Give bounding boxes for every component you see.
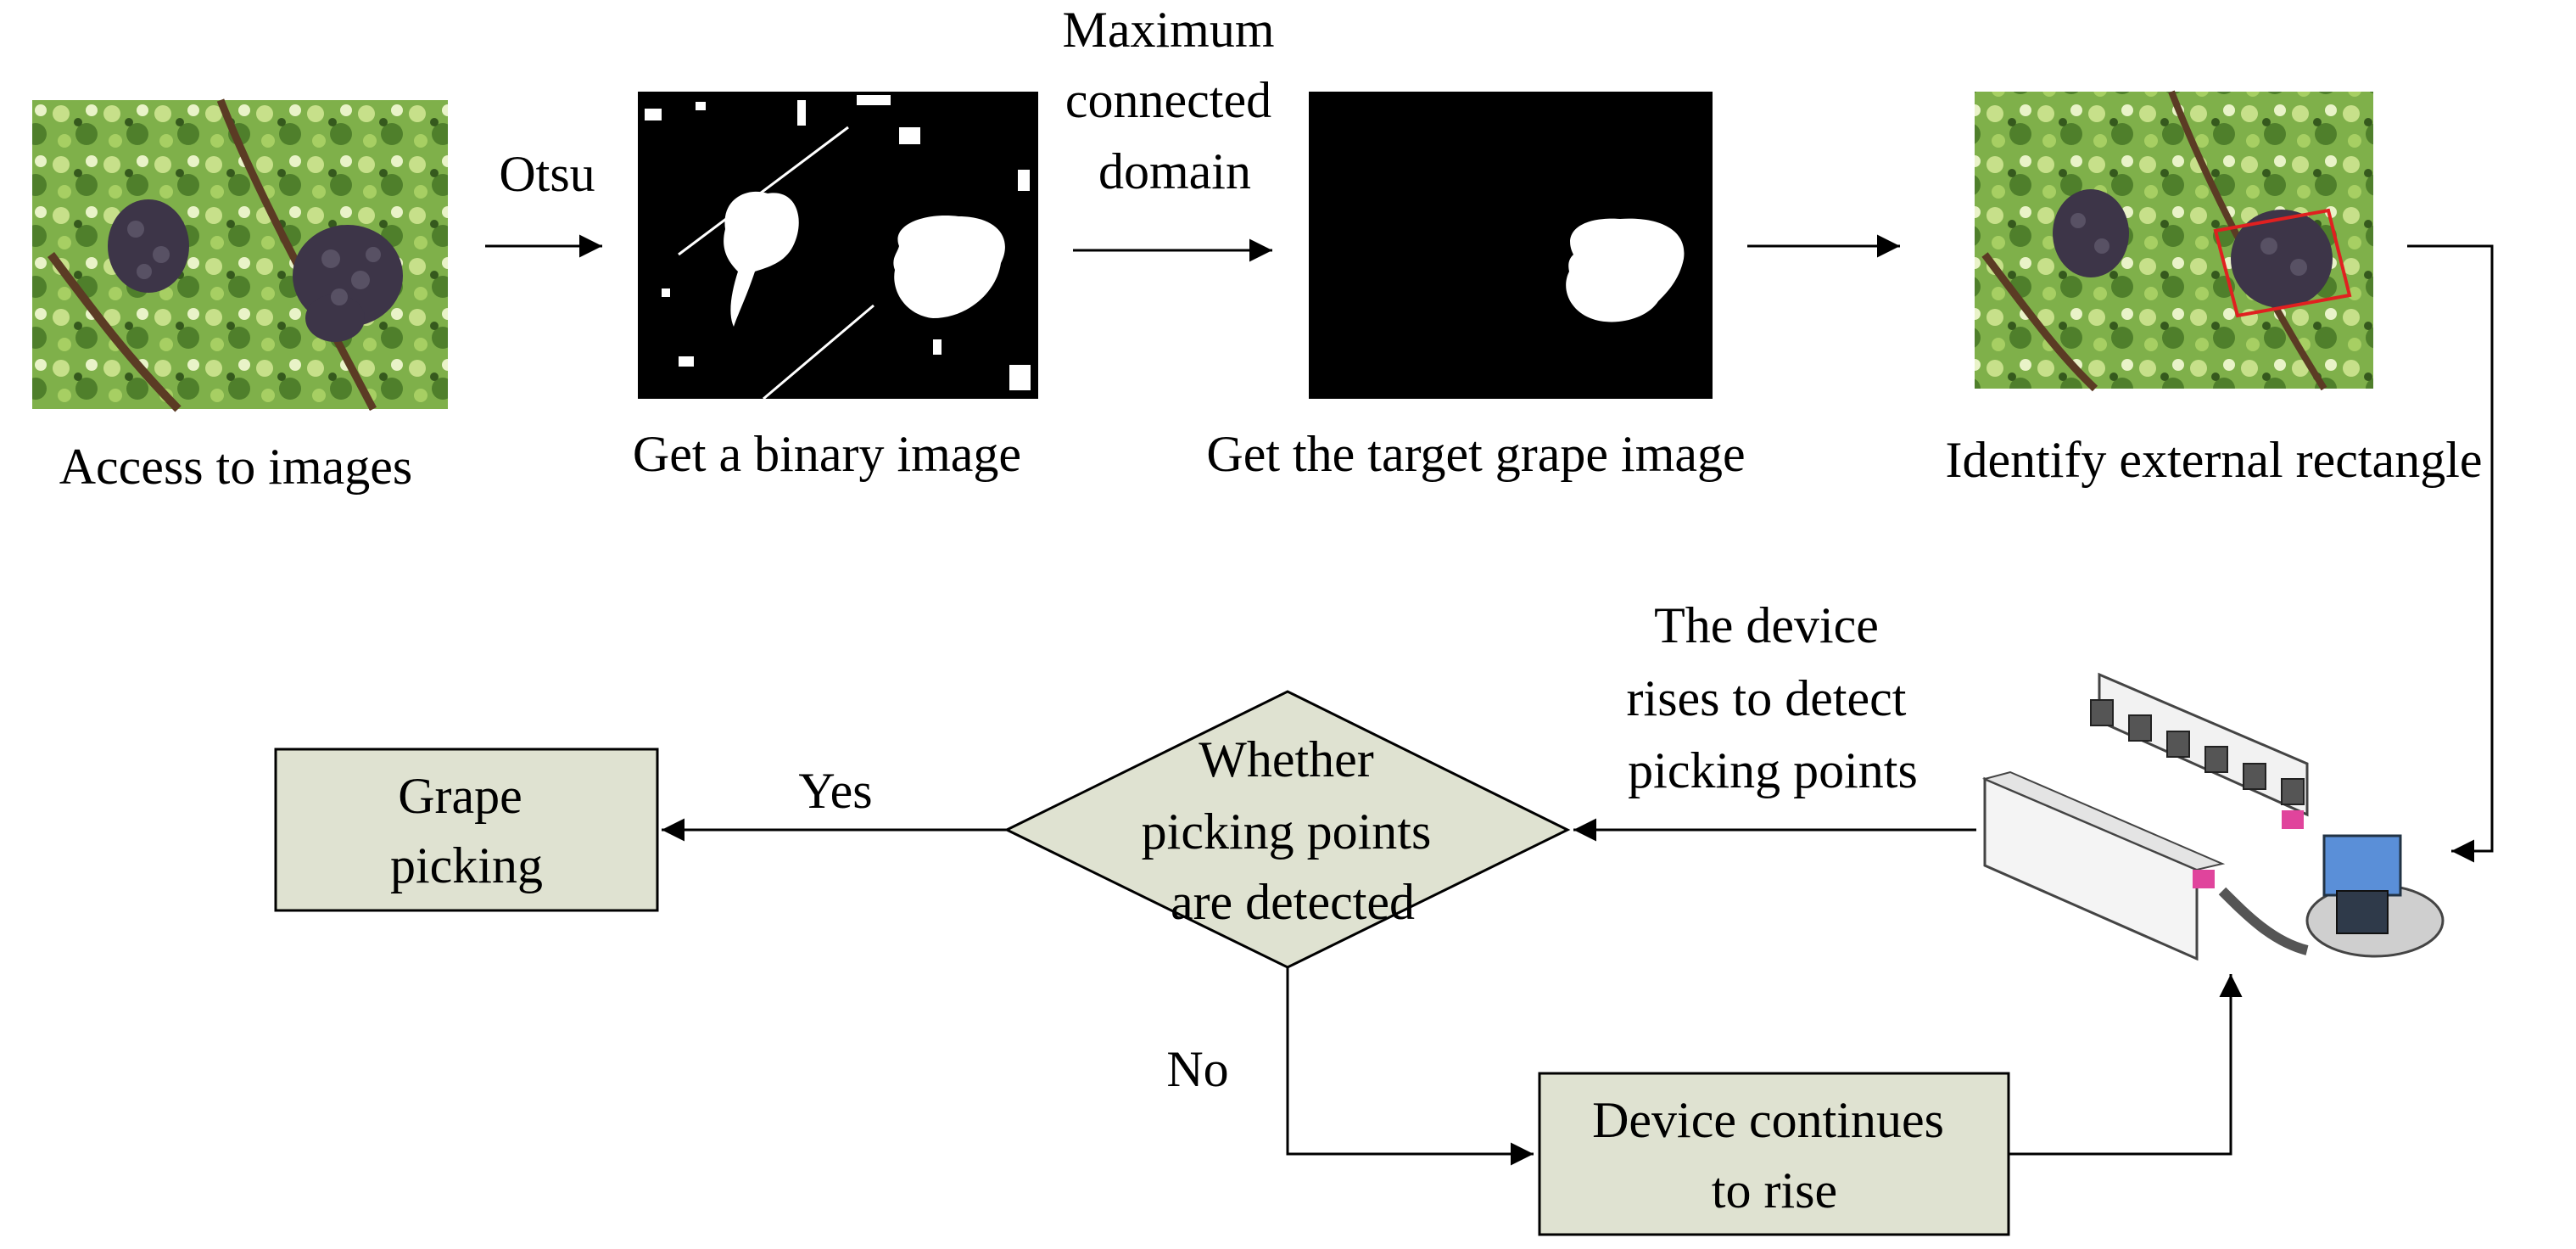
- device-continues-label: Device continues to rise: [1592, 1092, 1957, 1218]
- step-target-label: Get the target grape image: [1206, 426, 1745, 482]
- grape-picking-line-1: Grape: [398, 768, 522, 824]
- device-continues-line-2: to rise: [1712, 1162, 1837, 1218]
- step-binary-label: Get a binary image: [633, 426, 1021, 482]
- grape-picking-line-2: picking: [390, 837, 543, 893]
- arrow-max-connected-line-2: connected: [1065, 72, 1271, 128]
- arrow-no: [1286, 967, 1534, 1166]
- device-continues-line-1: Device continues: [1592, 1092, 1944, 1148]
- step-identify-label: Identify external rectangle: [1946, 432, 2483, 488]
- step-access-label: Access to images: [59, 439, 413, 495]
- grape-photo: [32, 98, 448, 412]
- device-continues-box: [1538, 1072, 2010, 1236]
- device-rises-line-2: rises to detect: [1627, 670, 1907, 726]
- arrow-loop-to-device: [2009, 974, 2243, 1156]
- device-rises-line-1: The device: [1654, 597, 1879, 653]
- arrow-yes-label: Yes: [798, 763, 872, 819]
- decision-label: Whether picking points are detected: [1142, 731, 1444, 930]
- binary-mask: [638, 92, 1038, 400]
- device-rises-line-3: picking points: [1628, 742, 1918, 798]
- connector-to-device: [2407, 244, 2494, 863]
- decision-line-3: are detected: [1171, 874, 1415, 930]
- arrow-max-connected-line-1: Maximum: [1063, 2, 1275, 58]
- grape-photo-with-box: [1975, 90, 2373, 392]
- picking-device: [1981, 672, 2445, 961]
- decision-diamond: [1003, 690, 1571, 969]
- arrow-no-label: No: [1166, 1041, 1228, 1097]
- decision-line-1: Whether: [1199, 731, 1374, 787]
- external-rectangle: [2213, 208, 2352, 318]
- grape-picking-box: [274, 748, 659, 912]
- arrow-otsu-label: Otsu: [499, 146, 595, 202]
- target-mask: [1309, 92, 1713, 399]
- arrow-device-rises-label: The device rises to detect picking point…: [1627, 597, 1919, 798]
- arrow-max-connected-label: Maximum connected domain: [1063, 2, 1288, 199]
- grape-picking-label: Grape picking: [390, 768, 543, 893]
- arrow-max-connected-line-3: domain: [1098, 143, 1251, 199]
- decision-line-2: picking points: [1142, 804, 1432, 860]
